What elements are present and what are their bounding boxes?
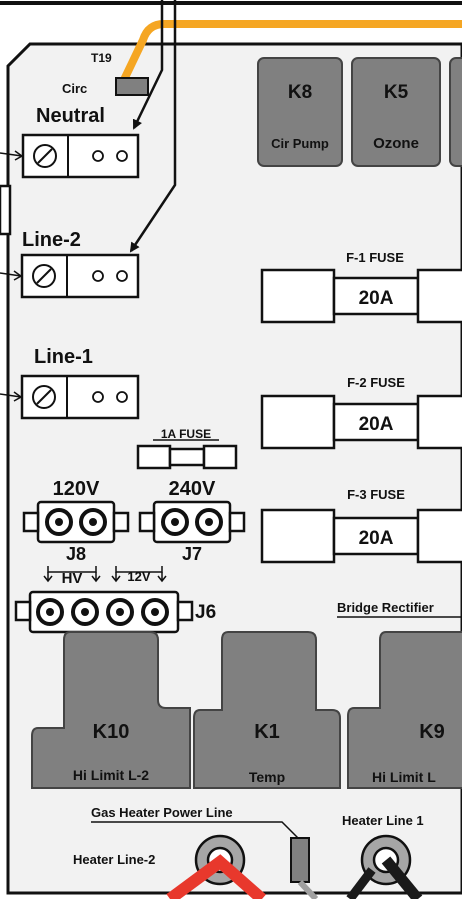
jumper-voltage: 120V xyxy=(53,478,100,500)
relay-function: Ozone xyxy=(373,135,419,152)
relay-k1[interactable]: K1 Temp xyxy=(193,631,341,789)
fuse-label: F-1 FUSE xyxy=(346,250,404,265)
lv-label: 12V xyxy=(127,569,150,584)
heater-line-1-label: Heater Line 1 xyxy=(342,813,424,828)
relay-function: Hi Limit L xyxy=(372,769,436,785)
orange-wire xyxy=(118,20,462,88)
relay-function: Temp xyxy=(249,769,285,785)
fuse-rating: 20A xyxy=(359,414,394,435)
relay-function: Hi Limit L-2 xyxy=(73,767,149,783)
terminal-label: Line-1 xyxy=(34,346,93,368)
relay-id: K1 xyxy=(254,721,280,743)
pin-hole-icon xyxy=(92,270,104,282)
connector-j6[interactable]: HV 12V J6 xyxy=(14,566,216,634)
gas-heater-power-line: Gas Heater Power Line xyxy=(91,805,319,902)
wire-to-line2 xyxy=(129,0,177,253)
fuse-label: F-3 FUSE xyxy=(347,487,405,502)
fuse-1a[interactable]: 1A FUSE xyxy=(136,427,238,470)
pin-hole-icon xyxy=(116,270,128,282)
terminal-label: Line-2 xyxy=(22,229,81,251)
terminal-label: Neutral xyxy=(36,105,105,127)
relay-id: K9 xyxy=(419,721,445,743)
pin-hole-icon xyxy=(116,391,128,403)
relay-k8[interactable]: K8 Cir Pump xyxy=(257,57,343,167)
heater-line-2-terminal[interactable] xyxy=(166,834,266,904)
bridge-rectifier: Bridge Rectifier xyxy=(337,600,462,618)
jumper-j7[interactable]: 240V J7 xyxy=(138,478,246,564)
fuse-f2[interactable]: F-2 FUSE 20A xyxy=(260,375,462,450)
relay-id: K8 xyxy=(288,82,312,103)
jumper-voltage: 240V xyxy=(169,478,216,500)
terminal-neutral[interactable]: Neutral xyxy=(0,105,140,179)
hv-label: HV xyxy=(62,570,83,587)
side-bracket xyxy=(0,184,12,236)
t19-connector[interactable] xyxy=(115,77,149,96)
jumper-id: J7 xyxy=(182,544,202,564)
heater-line-1-terminal[interactable] xyxy=(346,834,423,903)
bridge-label: Bridge Rectifier xyxy=(337,600,434,615)
fuse-label: F-2 FUSE xyxy=(347,375,405,390)
relay-k10[interactable]: K10 Hi Limit L-2 xyxy=(31,631,191,789)
wire-to-neutral xyxy=(132,0,164,130)
terminal-line-1[interactable]: Line-1 xyxy=(0,346,140,420)
t19-label: T19 xyxy=(91,51,112,65)
fuse-f1[interactable]: F-1 FUSE 20A xyxy=(260,250,462,324)
relay-k5[interactable]: K5 Ozone xyxy=(351,57,441,167)
circ-label: Circ xyxy=(62,81,87,96)
relay-id: K5 xyxy=(384,82,409,103)
jumper-j8[interactable]: 120V J8 xyxy=(22,478,130,564)
fuse-rating: 20A xyxy=(359,528,394,549)
pin-hole-icon xyxy=(92,150,104,162)
pin-hole-icon xyxy=(92,391,104,403)
relay-function: Cir Pump xyxy=(271,136,329,151)
fuse-f3[interactable]: F-3 FUSE 20A xyxy=(260,487,462,564)
terminal-line-2[interactable]: Line-2 xyxy=(0,229,140,299)
gas-heater-label: Gas Heater Power Line xyxy=(91,805,233,820)
pin-hole-icon xyxy=(116,150,128,162)
gas-heater-connector[interactable] xyxy=(290,837,310,883)
connector-id: J6 xyxy=(195,602,216,623)
relay-partial xyxy=(449,57,462,167)
heater-line-2-label: Heater Line-2 xyxy=(73,852,155,867)
relay-id: K10 xyxy=(93,721,130,743)
relay-k9[interactable]: K9 Hi Limit L xyxy=(347,631,462,789)
fuse-rating: 20A xyxy=(359,288,394,309)
fuse-label: 1A FUSE xyxy=(161,427,211,441)
jumper-id: J8 xyxy=(66,544,86,564)
